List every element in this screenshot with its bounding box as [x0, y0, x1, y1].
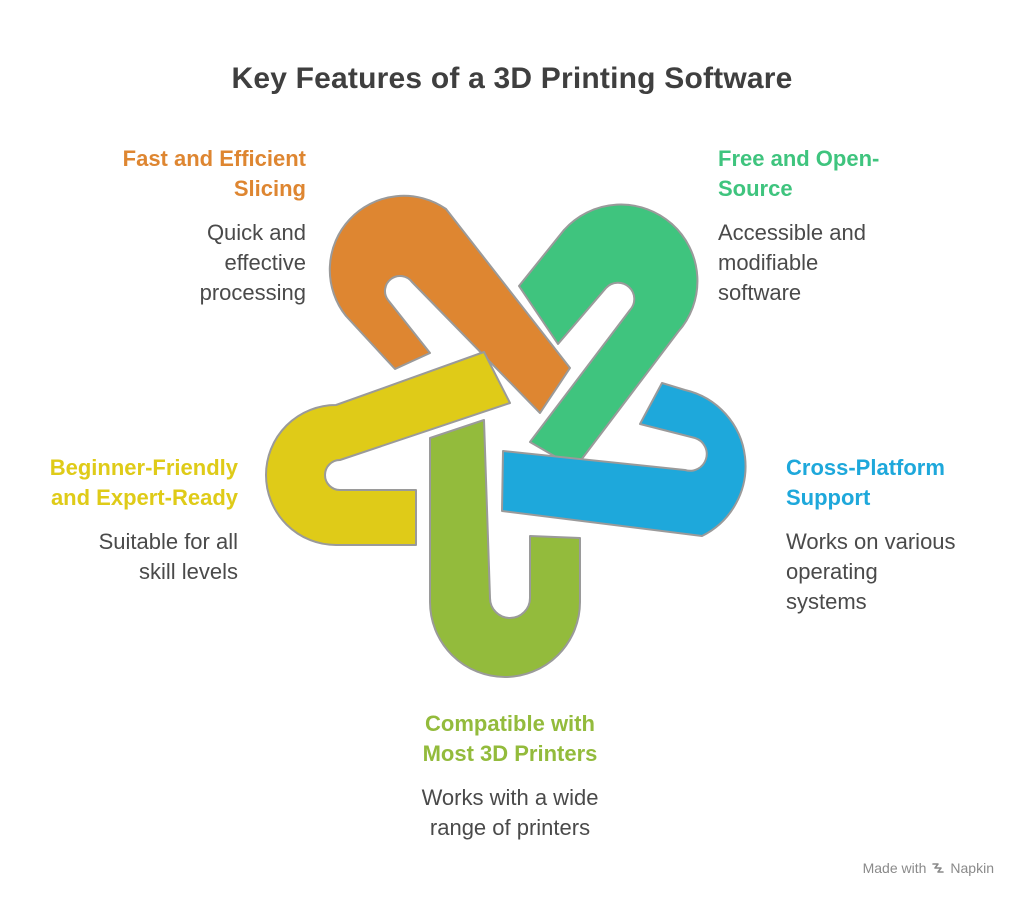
loop-orange — [328, 194, 571, 414]
feature-fast-slicing: Fast and Efficient Slicing Quick and eff… — [60, 144, 306, 308]
feature-heading: Cross-Platform Support — [786, 455, 945, 510]
loop-yellow — [265, 351, 511, 546]
feature-heading: Beginner-Friendly and Expert-Ready — [49, 455, 238, 510]
feature-description: Suitable for all skill levels — [98, 529, 238, 584]
feature-description: Quick and effective processing — [199, 220, 306, 305]
feature-beginner-expert: Beginner-Friendly and Expert-Ready Suita… — [20, 453, 238, 587]
feature-open-source: Free and Open- Source Accessible and mod… — [718, 144, 978, 308]
feature-description: Works on various operating systems — [786, 529, 956, 614]
feature-heading: Fast and Efficient Slicing — [122, 146, 306, 201]
feature-description: Accessible and modifiable software — [718, 220, 866, 305]
feature-cross-platform: Cross-Platform Support Works on various … — [786, 453, 1006, 617]
made-with-napkin-watermark: Made with Napkin — [863, 860, 994, 876]
feature-printer-compatibility: Compatible with Most 3D Printers Works w… — [362, 709, 658, 843]
napkin-logo-icon — [932, 863, 945, 873]
feature-heading: Free and Open- Source — [718, 146, 880, 201]
watermark-prefix: Made with — [862, 860, 927, 876]
loop-blue — [501, 382, 747, 537]
feature-description: Works with a wide range of printers — [421, 785, 599, 840]
loop-green — [518, 203, 699, 469]
page-title: Key Features of a 3D Printing Software — [231, 62, 793, 95]
loop-lime — [429, 419, 581, 678]
watermark-brand: Napkin — [950, 860, 994, 876]
feature-heading: Compatible with Most 3D Printers — [422, 711, 598, 766]
